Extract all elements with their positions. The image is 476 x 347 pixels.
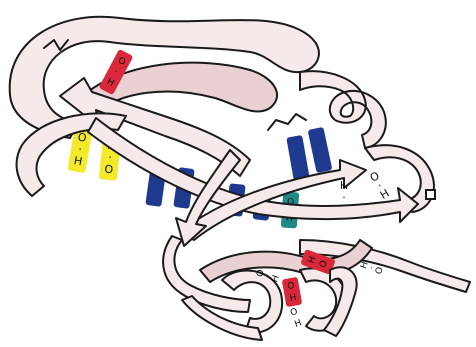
svg-text:H: H — [378, 187, 392, 202]
hbond-plain-2: O · H — [368, 169, 392, 202]
hbond-blue-6 — [308, 127, 333, 173]
ribbon-end-cap — [426, 190, 435, 199]
side-chain-zigzag — [268, 114, 306, 130]
svg-text:O: O — [374, 266, 386, 276]
hbond-plain-helix-3: O H — [289, 307, 303, 330]
svg-text:O: O — [289, 307, 299, 319]
hbond-blue-5 — [286, 135, 309, 181]
svg-text:O: O — [104, 163, 114, 177]
hbond-red-helix-1: O H — [282, 277, 303, 307]
svg-text:H: H — [293, 318, 303, 330]
